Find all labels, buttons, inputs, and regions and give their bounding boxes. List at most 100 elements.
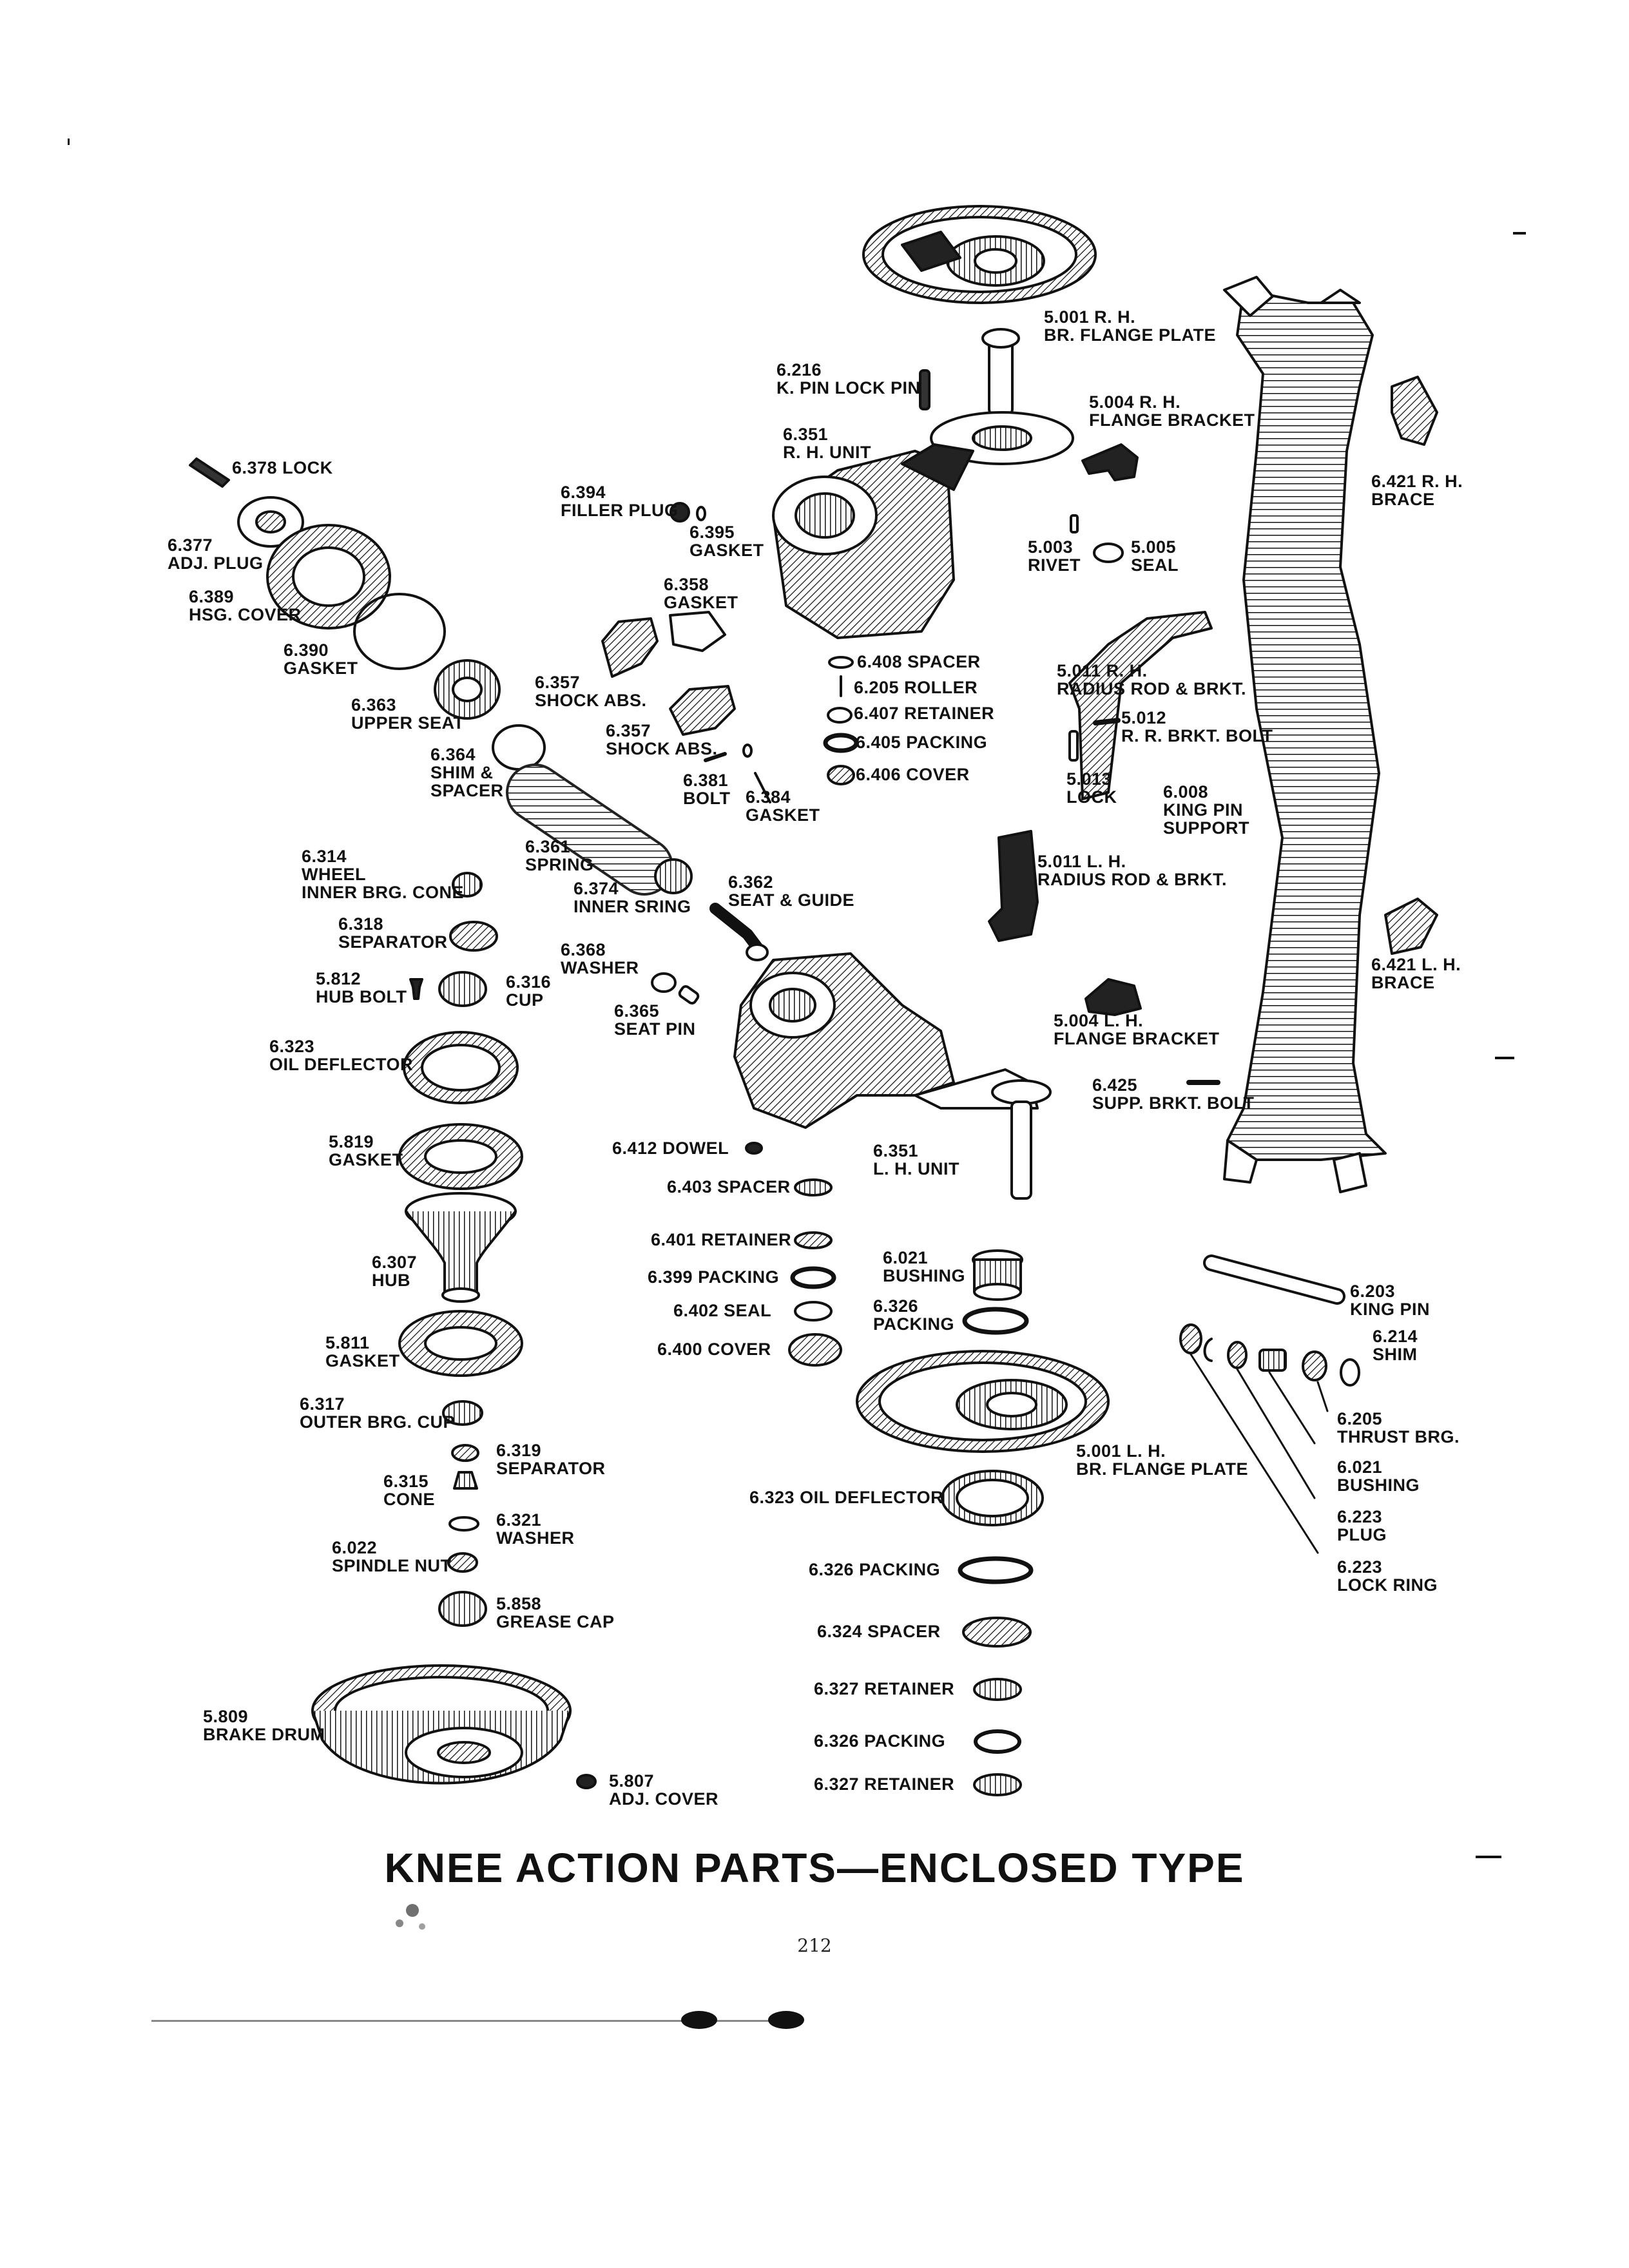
part-number: 6.327 <box>814 1679 860 1698</box>
part-number: 6.357 <box>606 721 651 740</box>
retainer-6327a-drawing <box>973 1678 1022 1701</box>
part-name: KING PIN <box>1350 1300 1431 1319</box>
label-gasket-5811: 5.811 GASKET <box>325 1334 400 1370</box>
label-retainer-6327b: 6.327 RETAINER <box>814 1775 954 1793</box>
part-number: 6.319 <box>496 1441 542 1460</box>
dowel-drawing <box>745 1142 763 1155</box>
gasket-6384-drawing <box>742 744 753 758</box>
label-shim-6214: 6.214 SHIM <box>1373 1327 1418 1363</box>
part-name: RETAINER <box>864 1679 955 1698</box>
label-adj-plug: 6.377 ADJ. PLUG <box>168 536 264 572</box>
part-number: 6.205 <box>1337 1409 1383 1428</box>
part-number: 6.412 <box>612 1139 658 1158</box>
seat-pin-drawing <box>678 985 700 1005</box>
part-number: 5.001 <box>1044 307 1090 327</box>
seal-6402-drawing <box>794 1301 833 1321</box>
part-name: OIL DEFLECTOR <box>800 1488 944 1507</box>
part-number: 6.326 <box>809 1560 854 1579</box>
label-retainer-6401: 6.401 RETAINER <box>651 1231 791 1249</box>
retainer-6327b-drawing <box>973 1773 1022 1796</box>
part-number: 6.327 <box>814 1774 860 1794</box>
part-number: 6.203 <box>1350 1282 1396 1301</box>
label-rh-unit: 6.351 R. H. UNIT <box>783 425 871 461</box>
part-number: 6.314 <box>302 847 347 866</box>
part-name: L. H. BRACE <box>1371 955 1461 992</box>
part-number: 6.223 <box>1337 1557 1383 1577</box>
lh-brake-flange-plate-drawing <box>856 1350 1110 1453</box>
brake-drum-drawing <box>311 1664 572 1785</box>
washer-6321-drawing <box>448 1516 479 1532</box>
part-number: 6.022 <box>332 1538 378 1557</box>
part-number: 6.008 <box>1163 782 1209 802</box>
label-thrust-brg: 6.205 THRUST BRG. <box>1337 1410 1460 1446</box>
flange-bracket-lh-drawing <box>1084 978 1142 1016</box>
part-number: 6.381 <box>683 771 729 790</box>
part-number: 6.362 <box>728 872 774 892</box>
spacer-6408-drawing <box>828 656 854 669</box>
part-number: 6.425 <box>1092 1075 1138 1095</box>
part-number: 6.408 <box>857 652 903 671</box>
part-name: RIVET <box>1028 555 1081 575</box>
part-name: UPPER SEAT <box>351 713 465 733</box>
rh-unit-drawing <box>772 328 1074 639</box>
spacer-6403-drawing <box>794 1178 833 1196</box>
wheel-inner-brg-cone-drawing <box>452 872 483 898</box>
label-upper-seat: 6.363 UPPER SEAT <box>351 696 465 732</box>
k-pin-lock-pin-drawing <box>919 369 930 410</box>
label-spacer-6403: 6.403 SPACER <box>667 1178 791 1196</box>
adj-cover-drawing <box>576 1774 597 1789</box>
part-name: R. R. BRKT. BOLT <box>1121 726 1273 745</box>
filler-plug-drawing <box>670 502 706 523</box>
label-grease-cap: 5.858 GREASE CAP <box>496 1595 615 1631</box>
part-name: HUB <box>372 1271 410 1290</box>
part-name: SEAL <box>724 1301 772 1320</box>
cone-6315-drawing <box>453 1471 478 1490</box>
upper-seat-drawing <box>434 659 501 720</box>
label-hub: 6.307 HUB <box>372 1253 417 1289</box>
part-name: ROLLER <box>904 678 978 697</box>
part-name: SEPARATOR <box>496 1459 606 1478</box>
separator-6318-drawing <box>449 921 498 952</box>
label-br-flange-plate-lh: 5.001 L. H. BR. FLANGE PLATE <box>1076 1442 1248 1478</box>
gasket-6384-arrow <box>754 772 771 803</box>
part-number: 5.812 <box>316 969 361 988</box>
radius-rod-rh-drawing <box>1068 611 1213 800</box>
part-number: 5.001 <box>1076 1441 1122 1461</box>
part-number: 5.809 <box>203 1707 249 1726</box>
part-number: 6.317 <box>300 1394 345 1414</box>
king-pin-support-drawing <box>1223 276 1387 1193</box>
part-name: OUTER BRG. CUP <box>300 1412 456 1432</box>
cup-6316-drawing <box>438 971 487 1007</box>
label-roller-6205: 6.205 ROLLER <box>854 678 978 697</box>
bushing-6021a-drawing <box>972 1249 1023 1301</box>
hub-bolt-drawing <box>409 978 423 1000</box>
part-number: 5.011 <box>1057 661 1101 680</box>
part-number: 6.389 <box>189 587 235 606</box>
part-number: 6.324 <box>817 1622 863 1641</box>
label-k-pin-lock-pin: 6.216 K. PIN LOCK PIN <box>776 361 921 397</box>
part-name: LOCK RING <box>1337 1575 1438 1595</box>
label-cup-6316: 6.316 CUP <box>506 973 551 1009</box>
part-number: 6.403 <box>667 1177 713 1196</box>
part-name: BOLT <box>683 789 731 808</box>
part-name: SPACER <box>717 1177 791 1196</box>
packing-6326a-drawing <box>962 1307 1029 1335</box>
part-name: SEAT PIN <box>614 1019 696 1039</box>
scan-artifacts <box>68 139 1526 2029</box>
label-brace-rh: 6.421 R. H. BRACE <box>1371 472 1463 508</box>
hub-drawing <box>405 1192 517 1303</box>
part-name: DOWEL <box>662 1139 729 1158</box>
part-name: SEAT & GUIDE <box>728 890 855 910</box>
part-name: INNER SRING <box>574 897 691 916</box>
part-name: ADJ. COVER <box>609 1789 719 1809</box>
part-number: 6.394 <box>561 483 606 502</box>
part-name: SHOCK ABS. <box>606 739 718 758</box>
part-number: 6.361 <box>525 837 571 856</box>
part-name: SEAL <box>1131 555 1179 575</box>
label-packing-6399: 6.399 PACKING <box>648 1268 779 1286</box>
label-shock-abs-lower: 6.357 SHOCK ABS. <box>606 722 718 758</box>
part-name: GASKET <box>329 1150 403 1169</box>
part-number: 6.307 <box>372 1253 418 1272</box>
grease-cap-drawing <box>438 1591 487 1627</box>
part-number: 6.326 <box>814 1731 860 1751</box>
